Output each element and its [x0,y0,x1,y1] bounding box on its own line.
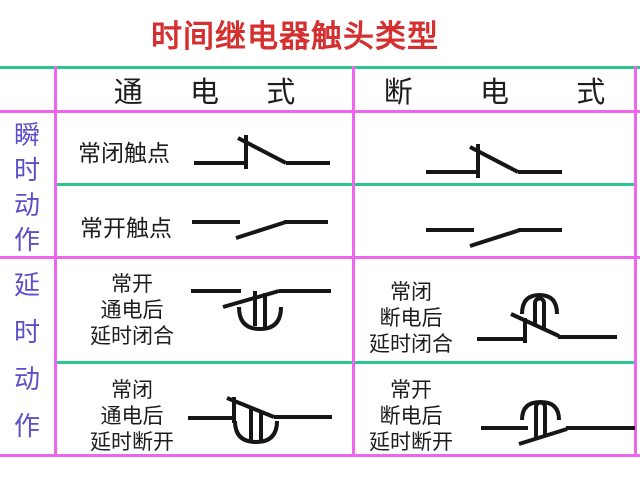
column-border-right [634,66,637,457]
normally-closed-contact-symbol-deenergized [426,144,562,178]
nc-delay-open-symbol-energized [188,396,332,445]
no-delay-open-symbol-deenergized [481,400,635,446]
page-title: 时间继电器触头类型 [151,19,439,54]
table-bottom-border [0,454,640,457]
row-divider-instant [57,183,637,186]
column-header-deenergized: 断 电 式 [383,77,606,109]
section-divider [0,256,640,259]
column-header-energized: 通 电 式 [113,77,296,109]
label-delay-open-energized: 常闭 通电后 延时断开 [90,378,174,454]
label-delay-close-deenergized: 常闭 断电后 延时闭合 [369,280,453,356]
label-delay-open-deenergized: 常开 断电后 延时断开 [369,378,453,454]
nc-delay-close-symbol-deenergized [477,293,617,343]
column-border-middle [352,66,355,457]
label-nc-instant: 常闭触点 [78,141,170,166]
table-top-border [0,66,640,69]
column-border-left [54,66,57,457]
normally-open-contact-symbol-energized [192,220,328,240]
no-delay-close-symbol-energized [191,289,331,332]
normally-closed-contact-symbol-energized [194,135,330,169]
row-divider-delayed [57,361,637,364]
label-delay-close-energized: 常开 通电后 延时闭合 [90,272,174,348]
normally-open-contact-symbol-deenergized [426,228,562,248]
row-group-delayed-label: 延时动作 [13,271,40,441]
header-bottom-border [0,110,640,113]
row-group-instant-label: 瞬时动作 [13,121,40,255]
label-no-instant: 常开触点 [80,216,172,241]
